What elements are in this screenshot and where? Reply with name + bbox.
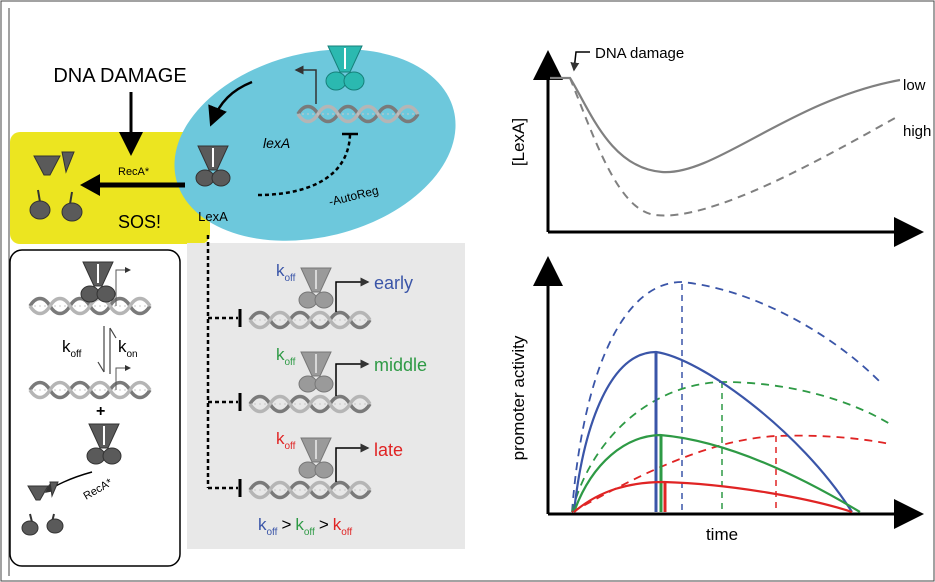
- sos-label: SOS!: [118, 212, 161, 232]
- koff-late-sub: off: [285, 441, 296, 452]
- promoter-middle: middle koff: [248, 345, 427, 414]
- koff-eq-sub: off: [71, 349, 82, 360]
- cleaved-lexa-icon: [29, 151, 83, 222]
- sos-pathway-diagram: DNA DAMAGE RecA* SOS! lexA LexA: [9, 45, 465, 567]
- koff-inequality: koff>koff>koff: [258, 515, 352, 538]
- dna-damage-pointer: [570, 51, 590, 72]
- lexa-y-label: [LexA]: [509, 118, 528, 166]
- lexa-level-graph: [LexA] DNA damage low high: [509, 45, 931, 247]
- lexa-gene-label: lexA: [263, 135, 290, 151]
- svg-text:koff: koff: [276, 345, 296, 368]
- sos-region: [10, 132, 210, 244]
- teal-lexa-protein-icon: [325, 45, 365, 91]
- svg-text:kon: kon: [118, 337, 138, 360]
- early-label: early: [374, 273, 413, 293]
- activity-y-label: promoter activity: [509, 335, 528, 460]
- early-high-curve: [571, 281, 884, 513]
- koff-eq-k: k: [62, 337, 71, 356]
- koff-early-k: k: [276, 261, 285, 280]
- svg-text:koff: koff: [276, 261, 296, 284]
- koff-middle-k: k: [276, 345, 285, 364]
- dna-damage-annotation: DNA damage: [595, 45, 684, 62]
- middle-low-curve: [572, 433, 861, 513]
- promoter-early: early koff: [248, 261, 413, 330]
- reca-star-label: RecA*: [118, 166, 150, 178]
- late-label: late: [374, 440, 403, 460]
- svg-text:koff: koff: [276, 429, 296, 452]
- lexa-curve-low: [550, 76, 901, 174]
- dna-damage-label: DNA DAMAGE: [53, 65, 186, 87]
- lexa-protein-label: LexA: [198, 209, 228, 224]
- promoter-late: late koff: [248, 429, 403, 500]
- koff-late-k: k: [276, 429, 285, 448]
- lexa-curve-high: [569, 77, 896, 217]
- kon-eq-k: k: [118, 337, 127, 356]
- sos-arrow-head: [80, 174, 100, 196]
- activity-x-label: time: [706, 525, 738, 544]
- autoreg-line: [257, 134, 352, 197]
- lexa-promoter-arrow: [294, 65, 317, 104]
- promoter-activity-graph: promoter activity time: [509, 256, 924, 544]
- promoters-panel: [187, 243, 465, 549]
- plus-sign: +: [96, 403, 105, 420]
- high-label: high: [903, 123, 931, 140]
- low-label: low: [903, 77, 926, 94]
- middle-label: middle: [374, 355, 427, 375]
- kon-eq-sub: on: [127, 349, 138, 360]
- koff-middle-sub: off: [285, 357, 296, 368]
- cleaved-lexa-small-icon: [21, 481, 64, 536]
- translation-arrow: [208, 80, 253, 127]
- late-low-curve: [573, 480, 853, 514]
- lexa-region: [174, 49, 456, 241]
- middle-high-curve: [571, 381, 891, 513]
- svg-text:koff: koff: [62, 337, 82, 360]
- koff-early-sub: off: [285, 273, 296, 284]
